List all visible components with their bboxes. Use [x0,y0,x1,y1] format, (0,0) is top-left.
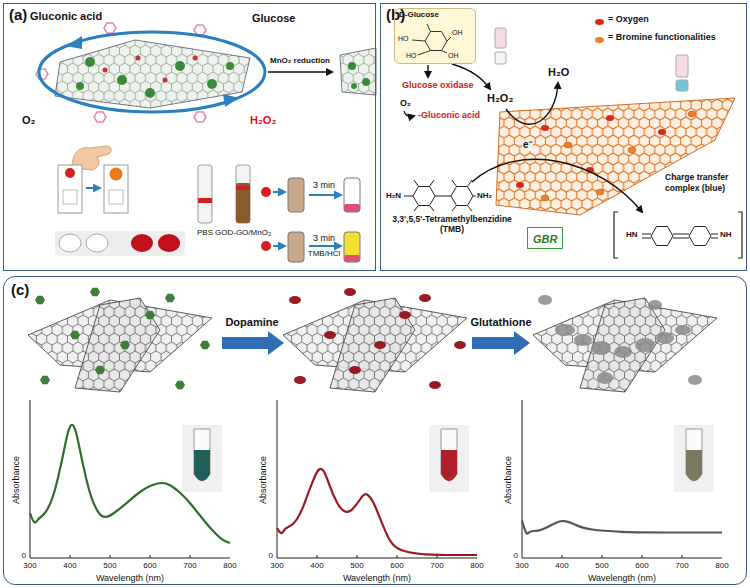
legend-swatch [595,37,604,43]
graphene-dopamine-sequence [28,288,717,392]
spectrum-curve [522,521,722,534]
node-title: (a) [9,6,27,23]
material-box: GBR [527,227,563,249]
figure-label: Gluconic acid [30,10,102,23]
figure-label: 3 min [313,233,335,243]
figure-label: PBS [197,228,213,237]
axis-label: Absorbance [11,456,21,504]
node-title: (c) [11,281,29,298]
figure-label: H₂O₂ [487,92,513,105]
axis-label: 0 [269,551,273,560]
axis-label: 800 [223,561,236,570]
axis-label: 300 [515,561,528,570]
axis-label: 300 [270,561,283,570]
figure-label: -Gluconic acid [418,110,480,120]
panel-frame: (b)D-GlucoseHOOHHOOHGBR [380,3,747,271]
figure-label: H₂O₂ [250,114,276,127]
axis-label: Absorbance [503,456,513,504]
node-title: D-Glucose [399,10,439,19]
legend-text: = Bromine functionalities [608,32,716,42]
axis-label: Wavelength (nm) [343,573,411,583]
figure-label: MnO₂ reduction [270,56,330,65]
spectrum-curve [30,425,230,543]
axis-label: 700 [183,561,196,570]
molecule-box: D-GlucoseHO OH HO OH [394,8,476,64]
axis-label: 400 [63,561,76,570]
axis-label: Wavelength (nm) [96,573,164,583]
axis-label: 0 [22,551,26,560]
axis-label: 500 [103,561,116,570]
axis-label: Absorbance [258,456,268,504]
graphene-cycle [36,23,376,122]
figure-label: NH₂ [477,191,492,200]
figure-label: Glutathione [470,316,531,329]
axis-label: Wavelength (nm) [588,573,656,583]
atom-label: HO [398,35,409,43]
figure-label: GOD-GO/MnO₂ [215,228,271,237]
legend-swatch [595,19,604,25]
axis-label: 700 [430,561,443,570]
axis-label: 600 [390,561,403,570]
node-title: GBR [533,233,557,245]
axis-label: 400 [555,561,568,570]
spectrum-curve [277,469,477,555]
panel-frame: (c) [3,276,747,585]
figure-label: TMB/HCl [308,249,340,258]
atom-label: OH [448,52,459,60]
figure-label: Glucose [252,12,295,25]
figure-label: e⁻ [522,139,533,151]
legend-text: = Oxygen [608,14,649,24]
figure-label: H₂O [548,66,569,79]
figure-label: O₂ [22,114,35,127]
panel-frame: (a) [3,3,376,271]
figure-label: H₂N [386,191,401,200]
axis-label: 700 [675,561,688,570]
figure-label: HN [626,230,638,239]
figure-label: 3 min [313,180,335,190]
figure-label: Glucose oxidase [402,80,474,90]
figure-label: 3,3',5,5'-Tetramethylbenzidine (TMB) [384,214,520,234]
absorbance-charts [30,400,722,558]
axis-label: 600 [635,561,648,570]
figure-label: O₂ [400,98,411,108]
axis-label: 800 [715,561,728,570]
figure-label: NH [720,230,732,239]
axis-label: 300 [23,561,36,570]
test-strip-assay [55,146,360,262]
atom-label: HO [406,52,417,60]
axis-label: 500 [350,561,363,570]
axis-label: 400 [310,561,323,570]
axis-label: 0 [514,551,518,560]
axis-label: 500 [595,561,608,570]
figure-label: Dopamine [225,316,278,329]
axis-label: 600 [143,561,156,570]
axis-label: 800 [470,561,483,570]
figure-label: Charge transfer complex (blue) [665,172,739,193]
atom-label: OH [452,29,463,37]
